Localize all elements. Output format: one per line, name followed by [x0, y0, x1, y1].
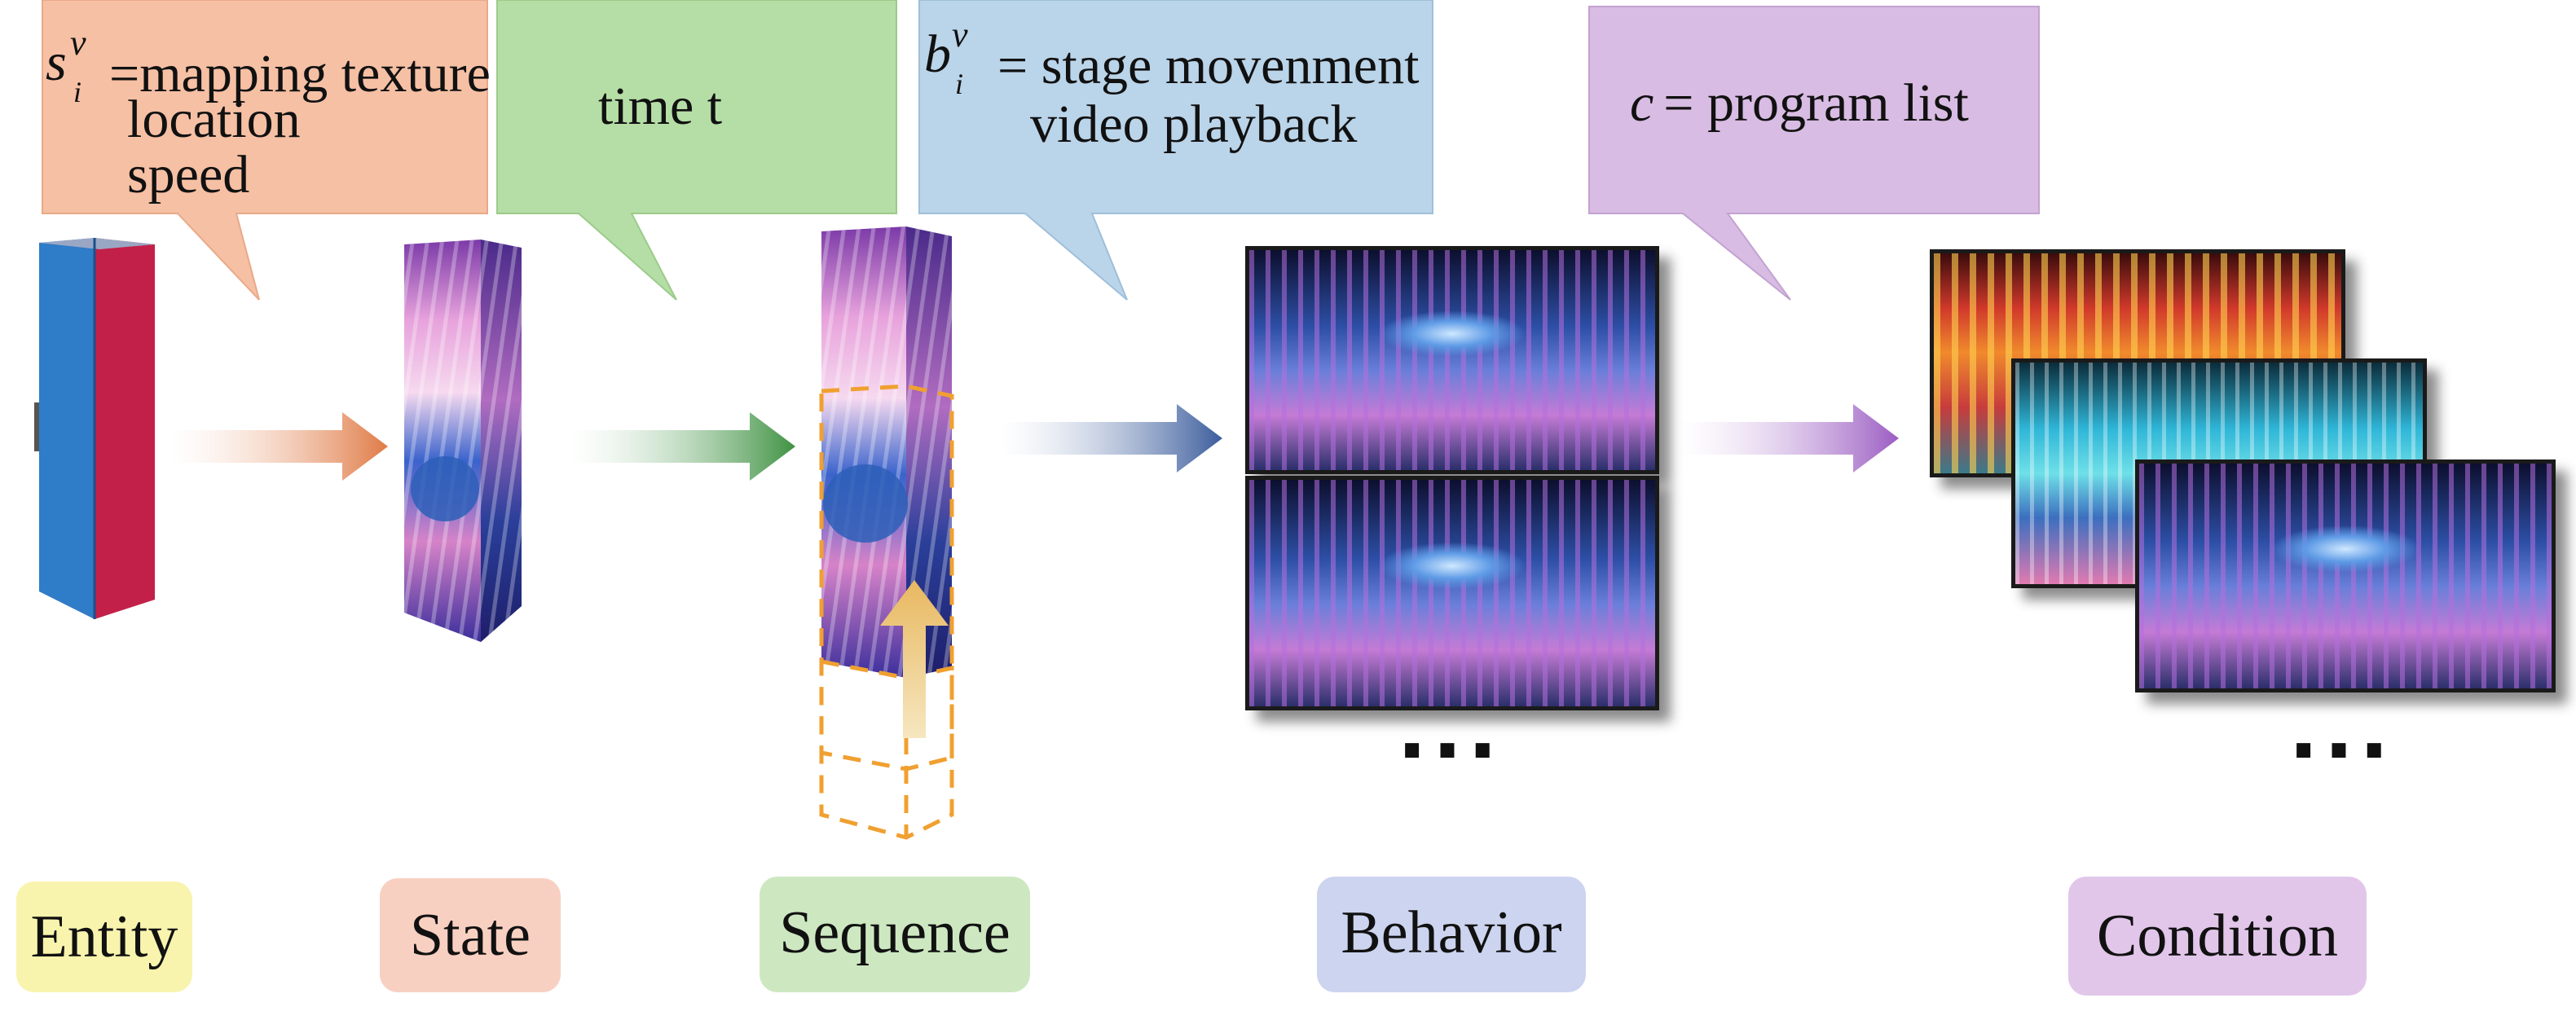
label-condition: Condition [2068, 877, 2367, 996]
state-symbol-sub: i [73, 76, 82, 108]
behavior-symbol-sub: i [955, 68, 964, 100]
state-symbol-base: s [46, 33, 67, 92]
arrow-behavior-to-condition [1679, 404, 1899, 473]
behavior-scene-bottom [1245, 476, 1659, 710]
state-callout-text: s v i =mapping texture [46, 23, 502, 108]
condition-scene-front [2135, 459, 2556, 692]
state-callout-line1: =mapping texture [109, 44, 491, 103]
state-symbol-sup: v [70, 23, 86, 63]
behavior-symbol-base: b [924, 24, 951, 84]
condition-ellipsis: ... [2290, 670, 2397, 779]
behavior-scene-top [1245, 246, 1659, 474]
state-callout-line3: speed [127, 145, 250, 204]
behavior-callout-line2: video playback [1030, 95, 1358, 154]
arrow-state-to-sequence [570, 412, 795, 481]
behavior-callout-line1: = stage movenment [997, 36, 1420, 95]
label-entity: Entity [16, 882, 192, 992]
behavior-symbol-sup: v [952, 15, 968, 55]
arrow-entity-to-state [171, 412, 388, 481]
condition-symbol-base: c [1630, 73, 1654, 133]
behavior-callout-bubble [918, 0, 1433, 301]
state-callout-bubble [42, 0, 488, 301]
sequence-callout-line1: time t [598, 77, 723, 136]
condition-callout-text: c= program list [1630, 75, 1969, 132]
entity-block [34, 238, 155, 619]
behavior-callout-text: b v i = stage movenment [924, 15, 1427, 100]
state-callout-line2: location [127, 90, 301, 149]
arrow-sequence-to-behavior [1001, 404, 1222, 473]
sequence-pillar [819, 226, 954, 840]
label-state: State [380, 878, 561, 992]
condition-callout-bubble [1588, 6, 2040, 301]
sequence-callout-bubble [496, 0, 897, 301]
behavior-ellipsis: ... [1398, 670, 1505, 779]
label-behavior: Behavior [1317, 877, 1586, 992]
condition-callout-line1: = program list [1663, 73, 1969, 133]
state-pillar [404, 240, 522, 642]
label-sequence: Sequence [760, 877, 1030, 992]
